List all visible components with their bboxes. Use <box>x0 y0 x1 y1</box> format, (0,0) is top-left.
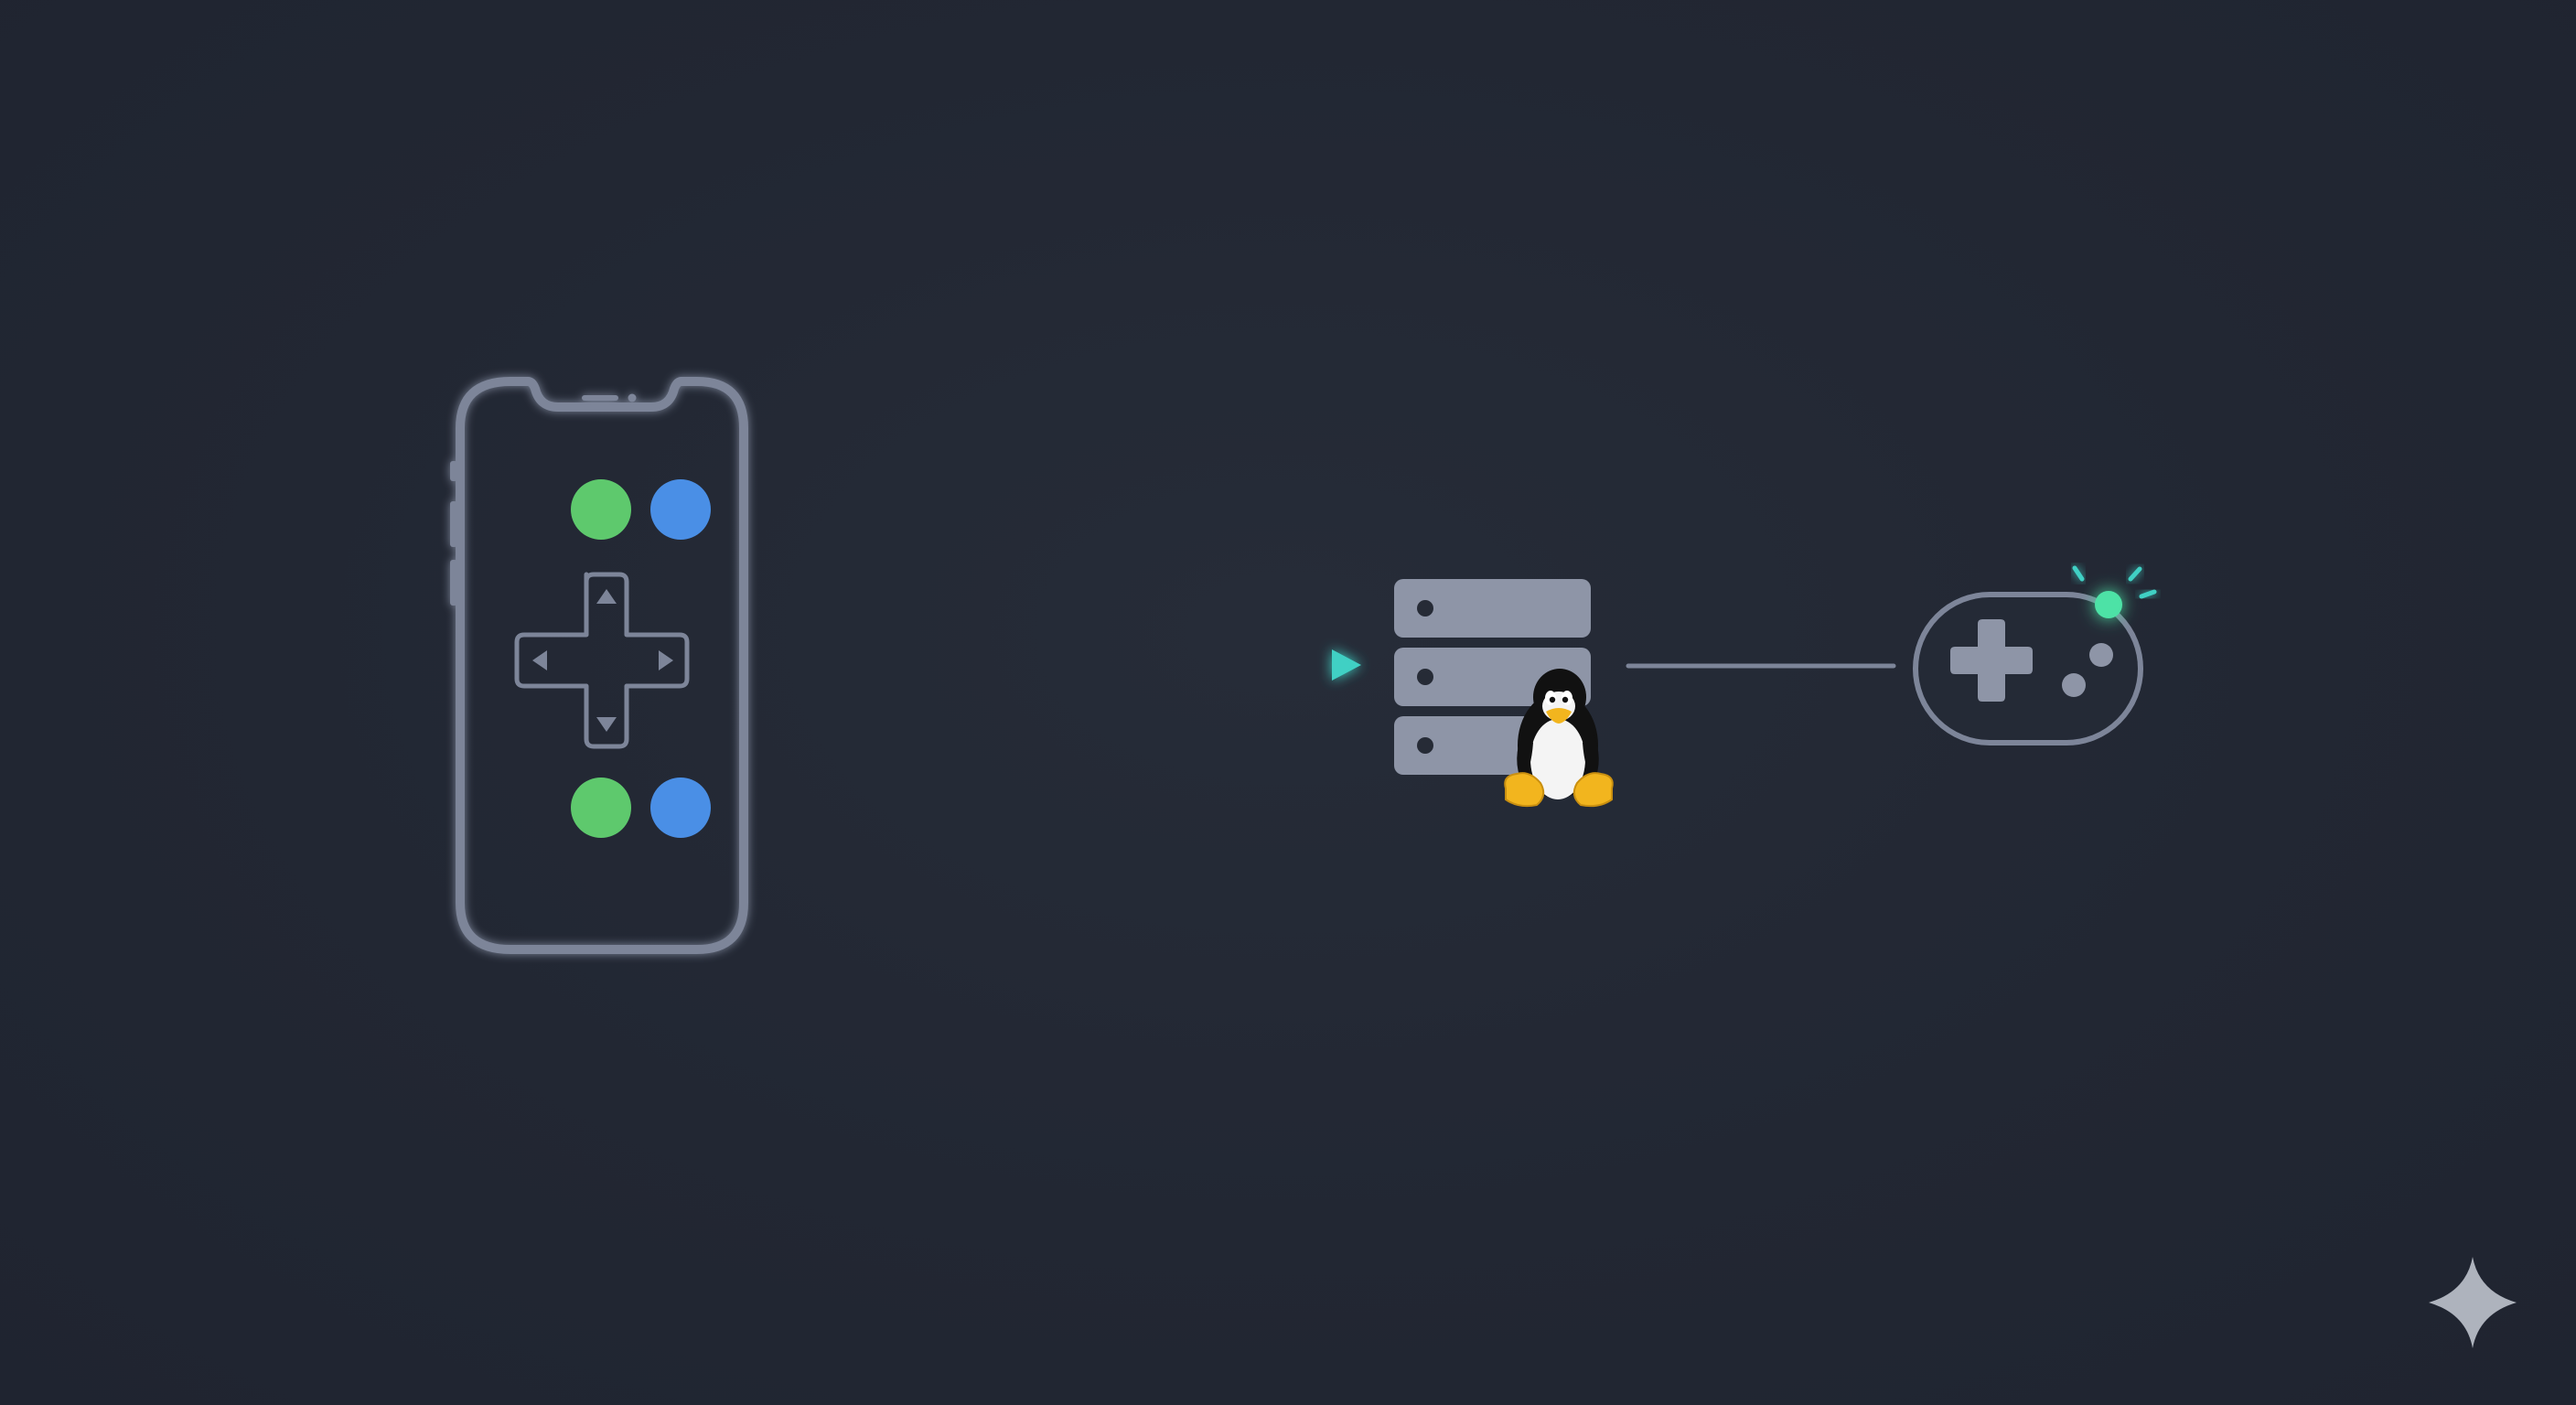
penguin-flipper-left <box>1517 732 1533 783</box>
penguin-foot-left <box>1504 772 1545 808</box>
penguin-foot-right <box>1572 772 1614 808</box>
phone-button-blue-top <box>650 479 711 540</box>
phone-button-green-top <box>571 479 631 540</box>
arrow-head <box>1332 649 1361 681</box>
dpad-arrow-down <box>596 717 617 732</box>
penguin-flipper-right <box>1583 732 1599 783</box>
server-led-2 <box>1417 669 1433 685</box>
gamepad-button-upper <box>2089 643 2113 667</box>
status-ray <box>2139 589 2157 599</box>
penguin-belly <box>1530 719 1585 799</box>
phone-to-server-arrow <box>775 649 1361 681</box>
gamepad-dpad-cross <box>1950 619 2033 702</box>
dpad-arrow-up <box>596 589 617 604</box>
penguin-beak <box>1546 708 1572 724</box>
dpad-arrow-right <box>659 650 673 670</box>
server-led-1 <box>1417 600 1433 617</box>
phone-button-green-bottom <box>571 778 631 838</box>
penguin-pupil-right <box>1562 696 1569 703</box>
dpad-icon <box>514 572 690 749</box>
gamepad-status-light <box>2072 557 2157 618</box>
server-led-3 <box>1417 737 1433 754</box>
dpad-arrow-left <box>532 650 547 670</box>
phone-speaker <box>582 395 618 401</box>
sparkle-icon <box>2429 1257 2517 1348</box>
dpad-outline <box>514 572 690 749</box>
smartphone-gamepad-icon <box>450 377 748 954</box>
server-rack-1 <box>1394 579 1591 638</box>
status-ray <box>2128 566 2142 582</box>
linux-penguin-icon <box>1504 669 1614 808</box>
gamepad-button-lower <box>2062 673 2086 697</box>
phone-button-blue-bottom <box>650 778 711 838</box>
penguin-pupil-left <box>1549 696 1556 703</box>
status-ray <box>2072 565 2085 582</box>
phone-camera <box>628 393 637 402</box>
status-led <box>2095 591 2122 618</box>
phone-frame <box>456 377 748 954</box>
virtual-gamepad-icon <box>1913 592 2143 745</box>
